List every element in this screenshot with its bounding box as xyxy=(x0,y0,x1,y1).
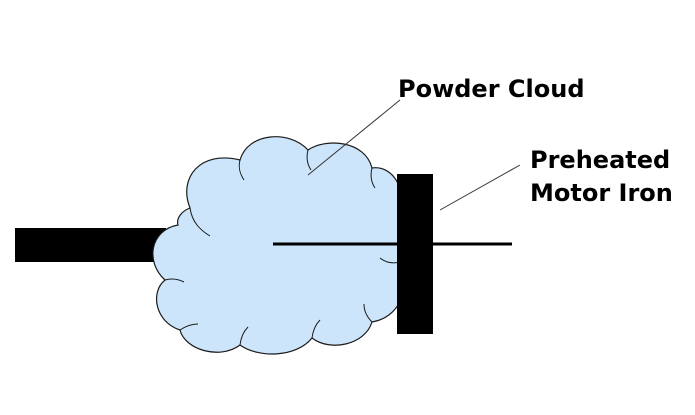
motor-iron-label-line1: Preheated xyxy=(530,146,670,174)
cloud-contour xyxy=(238,159,245,181)
motor-iron xyxy=(397,174,433,334)
cloud-contour xyxy=(164,278,185,283)
cloud-contour xyxy=(363,303,373,323)
spray-nozzle xyxy=(15,228,166,262)
iron-leader-line xyxy=(439,164,521,211)
cloud-contour xyxy=(179,323,199,331)
powder-cloud-label: Powder Cloud xyxy=(398,75,585,103)
cloud-leader-line xyxy=(307,99,401,176)
cloud-contour xyxy=(239,326,249,346)
cloud-contour xyxy=(370,167,376,189)
cloud-contour xyxy=(311,319,321,339)
cloud-contour xyxy=(189,207,211,237)
motor-iron-label-line2: Motor Iron xyxy=(530,179,673,207)
cloud-contour xyxy=(306,149,312,171)
